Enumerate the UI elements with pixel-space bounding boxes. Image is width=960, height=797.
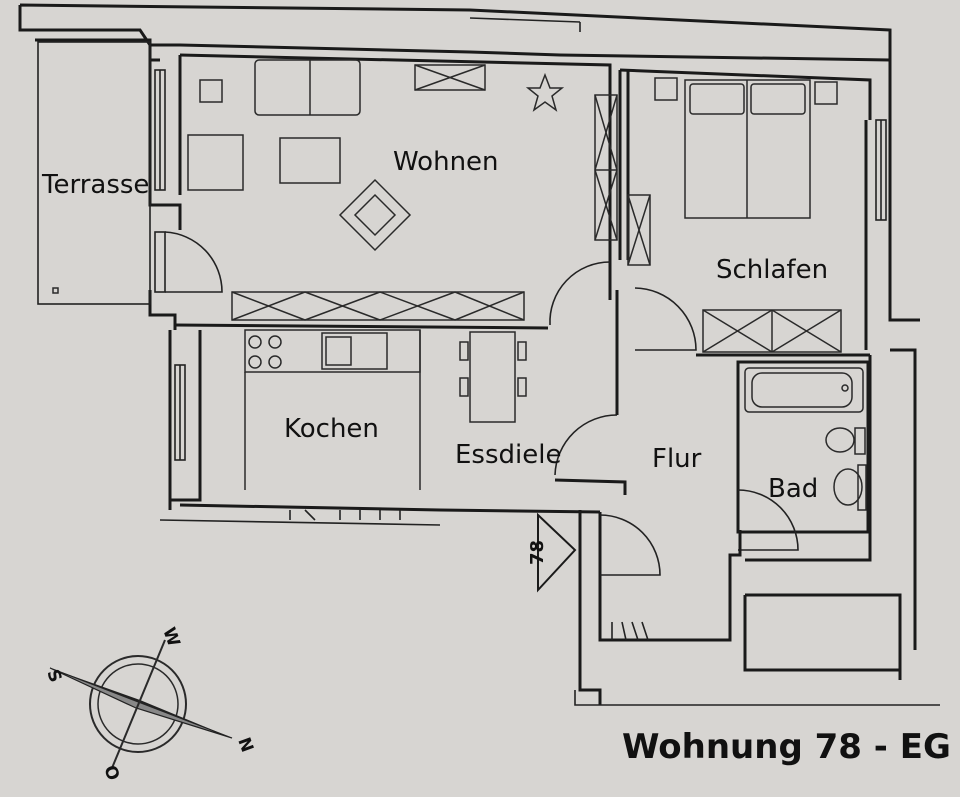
ceiling-light-icon	[525, 72, 565, 112]
room-label-schlafen: Schlafen	[716, 255, 828, 285]
room-label-kochen: Kochen	[284, 414, 379, 444]
room-label-terrasse: Terrasse	[41, 170, 149, 200]
compass-rose: N S W O	[42, 625, 257, 783]
bedroom-door-swing	[634, 287, 697, 351]
kitchen	[244, 329, 527, 521]
entrance-marker: 78	[527, 512, 577, 593]
windows-left	[154, 69, 186, 461]
living-furniture	[187, 59, 618, 321]
bathroom	[736, 360, 870, 534]
room-label-flur: Flur	[652, 444, 702, 474]
wall-essdiele-bottom	[554, 478, 627, 495]
room-label-wohnen: Wohnen	[393, 147, 499, 177]
room-label-essdiele: Essdiele	[455, 440, 561, 470]
hallway-walls	[574, 348, 940, 706]
entrance-door-swing	[599, 514, 661, 576]
plan-title: Wohnung 78 - EG	[622, 727, 951, 767]
terrace-door-swing	[164, 231, 223, 293]
outer-walls	[18, 3, 892, 526]
wall-living-kitchen	[174, 323, 549, 330]
living-door-swing	[549, 261, 611, 326]
bathroom-door-swing	[737, 489, 799, 551]
compass-o: O	[99, 763, 123, 783]
entrance-marker-number: 78	[527, 540, 548, 565]
terrace	[37, 41, 151, 305]
room-label-bad: Bad	[768, 474, 818, 504]
compass-n: N	[233, 735, 257, 755]
bedroom	[618, 60, 920, 357]
kitchen-door-swing	[554, 414, 618, 476]
compass-s: S	[42, 667, 65, 685]
